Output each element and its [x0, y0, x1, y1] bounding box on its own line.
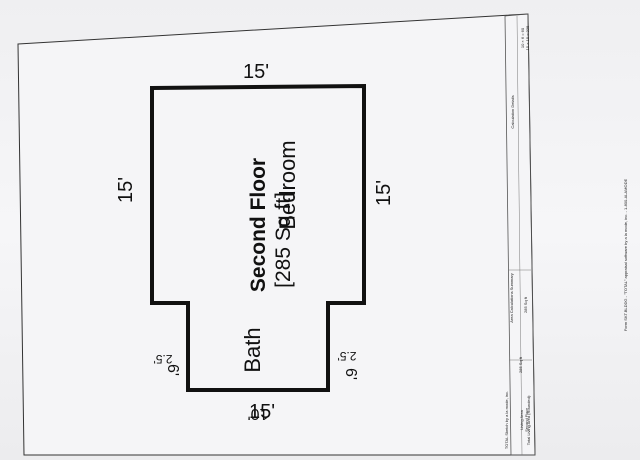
summary-sketch-by: TOTAL Sketch by a la mode, inc.: [504, 391, 509, 449]
dim-top: 15': [243, 61, 269, 83]
summary-divider: [516, 15, 523, 456]
summary-heading: Area Calculations Summary: [509, 273, 514, 323]
plan-area-label: [285 Sq ft]: [272, 192, 295, 288]
dim-notch-right-a: 2.5': [338, 349, 357, 363]
summary-total-label: Total Living Area (Rounded):: [526, 395, 531, 445]
form-footer: Form SKT.BLDDG - "TOTAL" appraisal softw…: [623, 179, 628, 332]
summary-total-value: 285 Sq ft: [518, 356, 523, 373]
summary-calc-1: 10 × 6 = 60: [520, 27, 525, 48]
summary-calc-2: 15 × 15 = 225: [525, 25, 530, 50]
dim-right-lower: 15': [249, 401, 275, 423]
room-label-bedroom: Bedroom: [275, 140, 300, 229]
summary-details-heading: Calculation Details: [510, 95, 515, 128]
dim-notch-right-b: 6': [342, 368, 359, 380]
summary-second-floor-value: 285 Sq ft: [523, 296, 528, 313]
room-label-bath: Bath: [240, 327, 265, 372]
dim-bottom: 10': [248, 405, 269, 422]
dim-left: 15': [115, 177, 137, 203]
summary-panel: [504, 13, 536, 456]
dim-notch-left-a: 2.5': [154, 352, 173, 366]
floor-outline: [150, 83, 366, 392]
dim-notch-left-b: 6': [164, 364, 181, 376]
summary-living-area: Living Area: [519, 409, 524, 430]
plan-title: Second Floor: [247, 158, 270, 292]
dim-right: 15': [373, 180, 395, 206]
summary-second-floor: Second Floor: [524, 407, 529, 431]
